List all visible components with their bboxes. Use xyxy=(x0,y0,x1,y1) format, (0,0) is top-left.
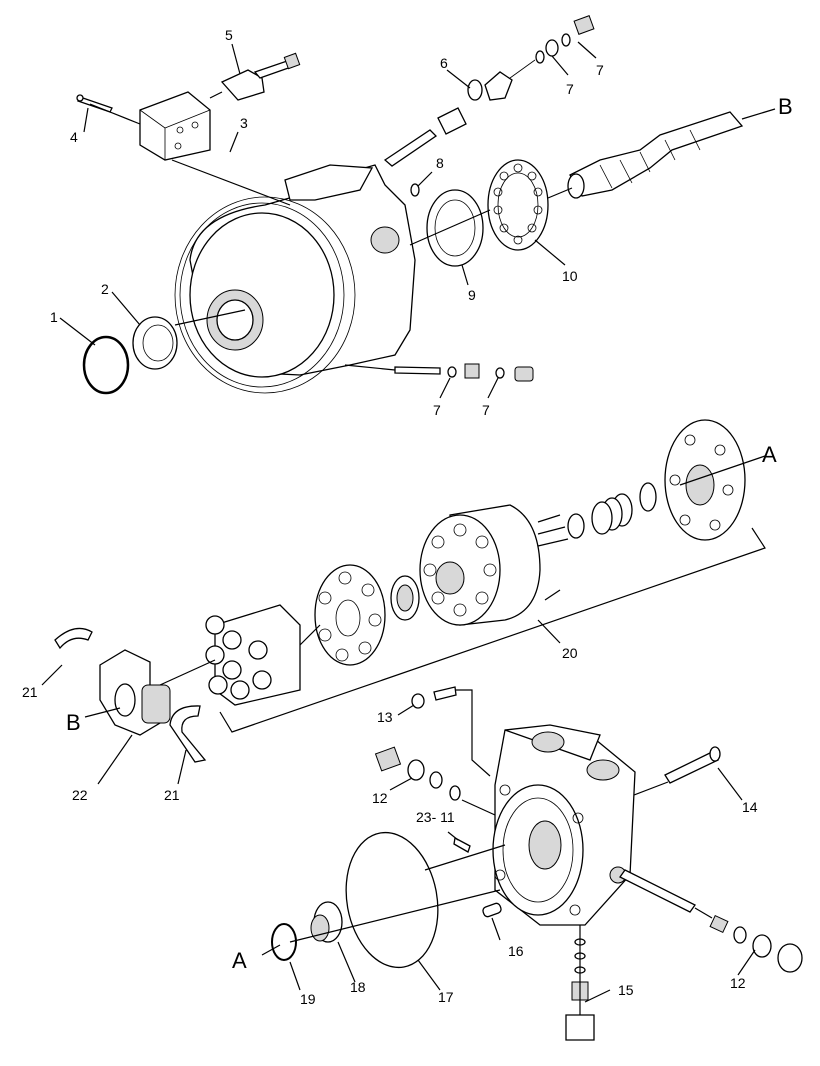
callout-14: 14 xyxy=(742,799,758,815)
end-housing xyxy=(492,724,636,926)
ref-a-bottom: A xyxy=(232,948,247,973)
bearing-18 xyxy=(310,901,343,943)
bottom-valve-top xyxy=(394,363,534,382)
bearing-small xyxy=(390,575,420,621)
ref-b-mid: B xyxy=(66,710,81,735)
bottom-leader-lines xyxy=(261,689,756,1015)
callout-3: 3 xyxy=(240,115,248,131)
spring-assembly xyxy=(537,482,657,547)
motor-housing xyxy=(174,164,416,394)
callout-4: 4 xyxy=(70,129,78,145)
mid-leader-lines xyxy=(41,455,766,785)
callout-23-11: 23- 11 xyxy=(416,809,455,825)
pin-16 xyxy=(482,902,502,918)
callout-7-b: 7 xyxy=(596,62,604,78)
top-leader-lines xyxy=(59,41,776,399)
valve-12-side xyxy=(619,869,803,973)
seal-block xyxy=(139,91,211,161)
snap-ring-1 xyxy=(82,335,130,395)
bolt-part-4 xyxy=(76,94,113,113)
callout-12-b: 12 xyxy=(730,975,746,991)
callout-17: 17 xyxy=(438,989,454,1005)
ring-19 xyxy=(271,923,297,961)
fitting-23-11 xyxy=(453,837,471,853)
valve-12-top xyxy=(374,746,461,801)
callout-20: 20 xyxy=(562,645,578,661)
plug-13 xyxy=(411,686,457,709)
bearing-10 xyxy=(487,159,549,251)
callout-labels: 1 2 3 4 5 6 7 7 7 7 8 9 10 B A 20 21 B 2… xyxy=(22,27,793,1007)
output-shaft xyxy=(567,111,744,199)
callout-15: 15 xyxy=(618,982,634,998)
callout-13: 13 xyxy=(377,709,393,725)
swashplate-22 xyxy=(99,649,171,736)
callout-19: 19 xyxy=(300,991,316,1007)
bushing-21a xyxy=(54,627,93,650)
seal-ring-2 xyxy=(132,316,178,370)
piston-set xyxy=(205,604,301,706)
callout-21-b: 21 xyxy=(164,787,180,803)
retainer-plate xyxy=(314,564,386,666)
callout-5: 5 xyxy=(225,27,233,43)
callout-1: 1 xyxy=(50,309,58,325)
callout-9: 9 xyxy=(468,287,476,303)
valve-plate-a xyxy=(664,419,746,541)
callout-7-c: 7 xyxy=(433,402,441,418)
callout-16: 16 xyxy=(508,943,524,959)
callout-10: 10 xyxy=(562,268,578,284)
callout-7-d: 7 xyxy=(482,402,490,418)
bolt-14 xyxy=(664,746,721,784)
bushing-21b xyxy=(169,705,207,763)
callout-8: 8 xyxy=(436,155,444,171)
cylinder-block xyxy=(419,504,541,626)
callout-22: 22 xyxy=(72,787,88,803)
callout-21-a: 21 xyxy=(22,684,38,700)
callout-18: 18 xyxy=(350,979,366,995)
valve-spool-top xyxy=(383,15,595,167)
ref-a-top: A xyxy=(762,442,777,467)
oring-17 xyxy=(345,831,439,969)
callout-7-a: 7 xyxy=(566,81,574,97)
ref-b-top: B xyxy=(778,94,793,119)
callout-12-a: 12 xyxy=(372,790,388,806)
callout-6: 6 xyxy=(440,55,448,71)
plate-9 xyxy=(426,189,484,267)
callout-2: 2 xyxy=(101,281,109,297)
valve-part-5 xyxy=(220,52,301,101)
oring-8 xyxy=(410,183,420,197)
